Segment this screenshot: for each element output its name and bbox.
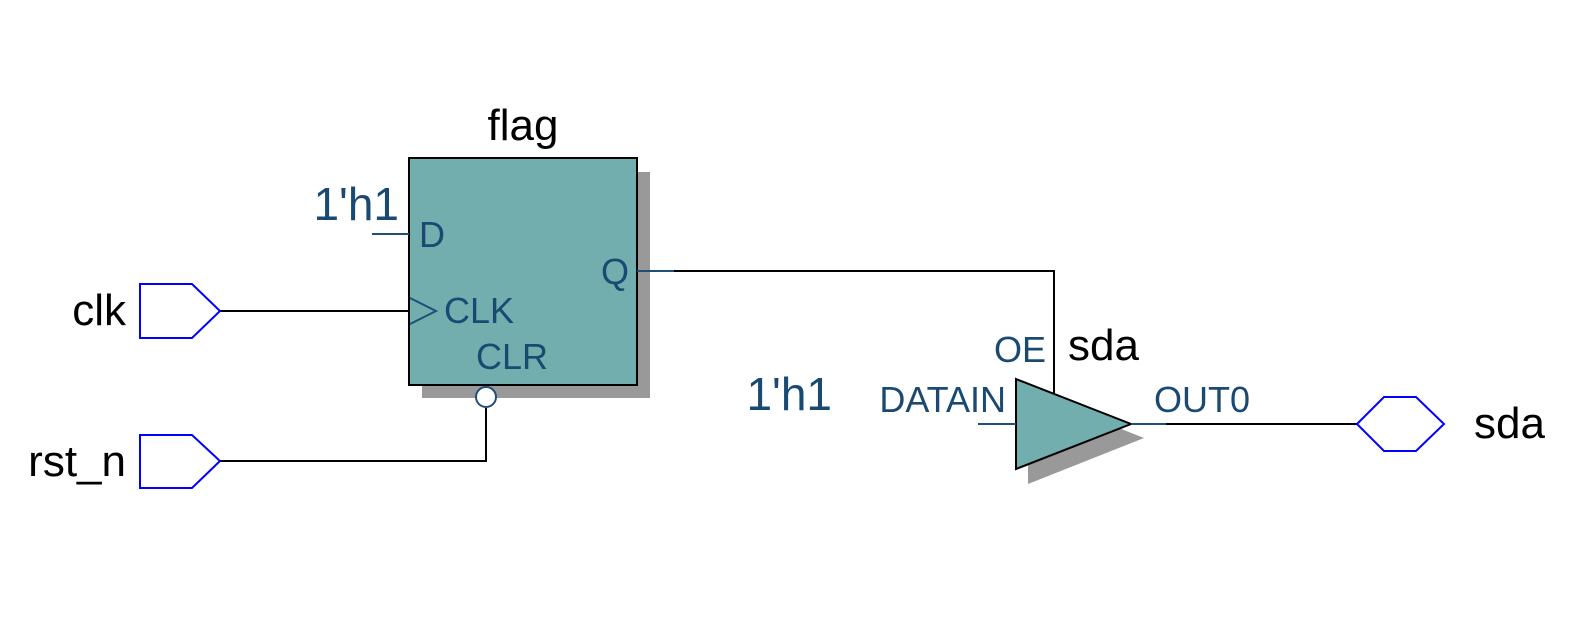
cell-instance-name: flag — [488, 101, 559, 150]
register-cell-flag[interactable]: flag 1'h1 D CLK CLR Q — [313, 101, 674, 408]
input-port-rst-n[interactable]: rst_n — [28, 434, 222, 489]
pin-label-clk: CLK — [444, 290, 514, 331]
port-label-clk: clk — [72, 286, 127, 335]
inversion-bubble-icon — [475, 386, 497, 408]
bidirectional-port-hexagon-icon — [1355, 396, 1446, 452]
pin-label-clr: CLR — [476, 336, 548, 377]
port-label-sda: sda — [1474, 399, 1545, 448]
wire-q-to-oe — [638, 270, 1055, 395]
output-port-sda[interactable]: sda — [1355, 396, 1545, 452]
cell-instance-name: sda — [1068, 321, 1139, 370]
pin-label-oe: OE — [994, 329, 1046, 370]
const-value-datain: 1'h1 — [746, 368, 832, 420]
pin-label-datain: DATAIN — [879, 379, 1006, 420]
port-label-rst-n: rst_n — [28, 437, 126, 486]
input-port-clk[interactable]: clk — [72, 283, 222, 339]
wire-rst-n — [220, 408, 487, 462]
tristate-buffer-sda[interactable]: sda OE 1'h1 DATAIN OUT0 — [746, 321, 1250, 484]
pin-label-q: Q — [601, 251, 629, 292]
cell-body — [408, 157, 638, 386]
pin-label-d: D — [419, 214, 445, 255]
const-value-d: 1'h1 — [313, 178, 399, 230]
clock-edge-icon — [409, 297, 439, 325]
pin-label-out0: OUT0 — [1154, 379, 1250, 420]
input-port-arrow-icon — [139, 283, 222, 339]
input-port-arrow-icon — [139, 434, 222, 489]
